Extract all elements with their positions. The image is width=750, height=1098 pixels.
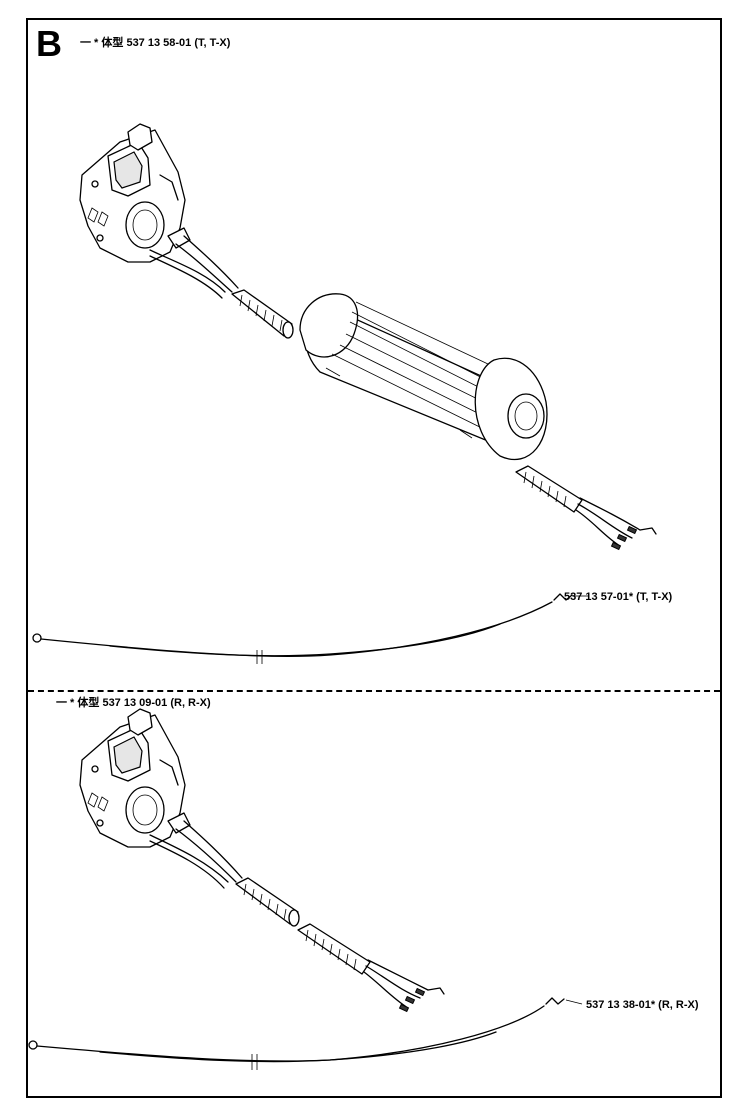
- bottom-grip-sleeve: [235, 877, 300, 927]
- top-cable-label: 537 13 57-01* (T, T-X): [564, 591, 673, 603]
- bottom-assembly-label: 一 * 体型 537 13 09-01 (R, R-X): [56, 697, 211, 709]
- parts-diagram: [28, 123, 657, 1070]
- top-grip-sleeve: [231, 289, 294, 339]
- bottom-throttle-cable: [28, 997, 583, 1070]
- bottom-cable-label: 537 13 38-01* (R, R-X): [586, 999, 699, 1011]
- bottom-wire-end: [297, 923, 445, 1013]
- top-throttle-cable: [32, 593, 588, 664]
- top-wire-harness: [149, 235, 239, 299]
- section-divider: [28, 690, 720, 692]
- top-assembly-label: 一 * 体型 537 13 58-01 (T, T-X): [80, 37, 231, 49]
- section-letter: B: [36, 23, 62, 64]
- top-throttle-housing: [79, 123, 191, 263]
- top-handle-grip: [299, 293, 548, 461]
- bottom-wire-harness: [149, 820, 243, 889]
- bottom-throttle-housing: [79, 708, 191, 848]
- top-wire-end: [515, 465, 657, 551]
